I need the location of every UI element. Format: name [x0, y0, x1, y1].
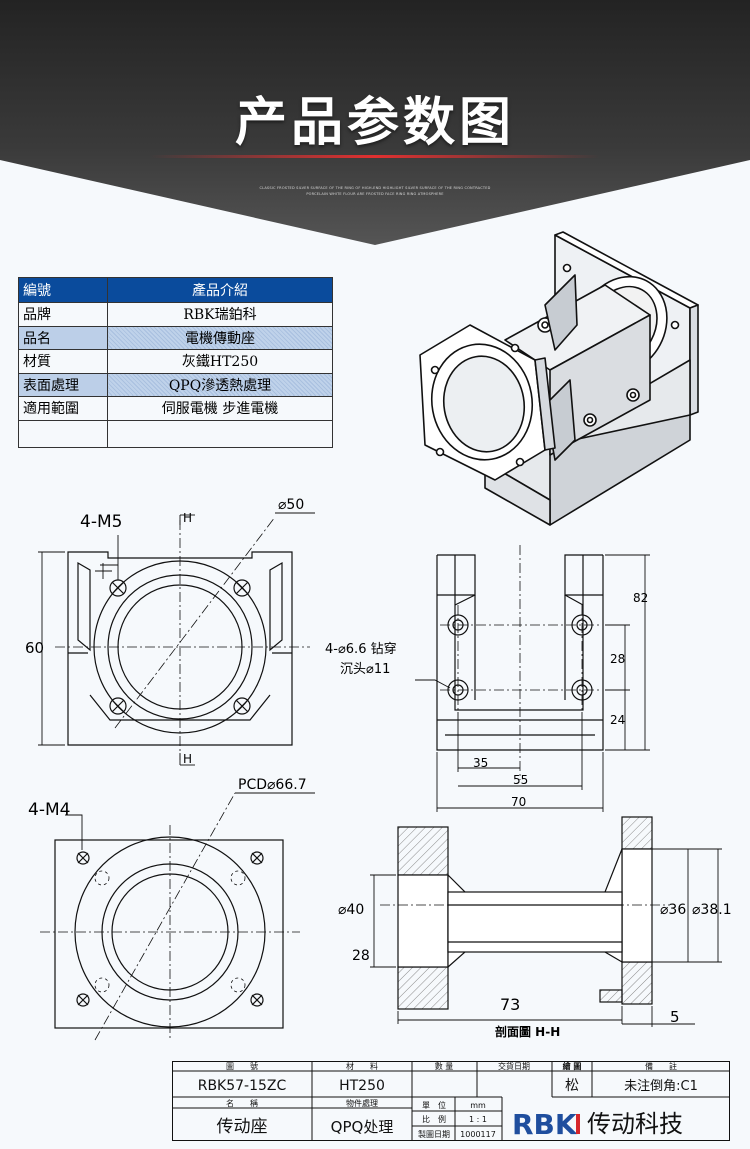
brand-logo-accent — [576, 1114, 580, 1134]
spec-label: 品牌 — [18, 302, 108, 327]
spec-row-brand: 品牌 RBK瑞鉑科 — [18, 302, 333, 327]
front-height-label: 60 — [25, 639, 44, 657]
spec-row-surface: 表面處理 QPQ滲透熱處理 — [18, 372, 333, 397]
tb-h-name: 名 稱 — [226, 1098, 258, 1108]
dim-40: ⌀40 — [338, 902, 364, 918]
dim-28-section: 28 — [352, 948, 370, 964]
spec-value: 伺服電機 步進電機 — [107, 396, 333, 421]
tb-drawer: 松 — [565, 1078, 579, 1094]
page-title: 产品参数图 — [234, 93, 515, 153]
spec-value: QPQ滲透熱處理 — [107, 372, 333, 397]
tb-h-quantity: 數 量 — [435, 1061, 454, 1071]
dim-28-side: 28 — [610, 652, 625, 666]
spec-row-application: 適用範圍 伺服電機 步進電機 — [18, 396, 333, 421]
dim-38: ⌀38.1 — [692, 902, 732, 918]
tb-material: HT250 — [339, 1078, 385, 1094]
dim-73: 73 — [500, 995, 520, 1014]
brand-text: 传动科技 — [587, 1110, 683, 1138]
subtitle-line-2: PORCELAIN WHITE FLOUR ARE FROSTED FACE R… — [306, 192, 444, 196]
dim-36: ⌀36 — [660, 902, 686, 918]
hole-note-line-2: 沉头⌀11 — [340, 662, 390, 677]
spec-value — [107, 419, 333, 448]
tb-h-date: 製圖日期 — [418, 1129, 450, 1139]
spec-header-value: 產品介紹 — [107, 277, 333, 303]
tb-drawing-no: RBK57-15ZC — [198, 1078, 287, 1094]
tb-treatment: QPQ处理 — [331, 1118, 394, 1136]
tb-h-unit: 單 位 — [422, 1100, 446, 1110]
front-diameter-label: ⌀50 — [278, 497, 304, 513]
back-thread-label: 4-M4 — [28, 800, 70, 820]
title-block: 圖 號 材 料 數 量 交貨日期 繪 圖 備 註 RBK57-15ZC HT25… — [172, 1061, 730, 1141]
spec-table: 編號 產品介紹 品牌 RBK瑞鉑科 品名 電機傳動座 材質 灰鐵HT250 表面… — [18, 277, 333, 448]
tb-h-remark: 備 註 — [645, 1061, 677, 1071]
spec-value: RBK瑞鉑科 — [107, 302, 333, 327]
pcd-label: PCD⌀66.7 — [238, 777, 307, 793]
spec-label: 適用範圍 — [18, 396, 108, 421]
back-view-drawing: 4-M4 PCD⌀66.7 — [28, 777, 315, 1041]
spec-label: 材質 — [18, 349, 108, 374]
tb-scale: 1 : 1 — [469, 1115, 487, 1124]
tb-unit: mm — [470, 1101, 486, 1110]
dim-35: 35 — [473, 756, 488, 770]
dim-70: 70 — [511, 795, 526, 809]
spec-value: 電機傳動座 — [107, 325, 333, 350]
front-thread-label: 4-M5 — [80, 512, 122, 532]
tb-h-treatment: 物件處理 — [346, 1098, 378, 1108]
dim-5: 5 — [670, 1008, 680, 1026]
subtitle-line-1: CLASSIC FROSTED SILVER SURFACE OF THE RI… — [259, 186, 491, 190]
tb-h-drawer: 繪 圖 — [563, 1061, 582, 1071]
side-view-drawing: 82 28 24 35 55 70 4-⌀6.6 钻穿 沉头⌀11 — [325, 545, 650, 812]
spec-label: 表面處理 — [18, 372, 108, 397]
section-view-drawing: ⌀40 28 ⌀36 ⌀38.1 73 5 剖面圖 H-H — [338, 816, 732, 1039]
tb-h-delivery: 交貨日期 — [498, 1061, 530, 1071]
spec-row-empty — [18, 419, 333, 448]
tb-name: 传动座 — [217, 1117, 268, 1137]
hole-note-line-1: 4-⌀6.6 钻穿 — [325, 641, 397, 657]
spec-table-header: 編號 產品介紹 — [18, 277, 333, 303]
isometric-view — [419, 231, 699, 526]
front-view-drawing: 4-M5 ⌀50 H H 60 — [25, 497, 315, 766]
page-header: 产品参数图 CLASSIC FROSTED SILVER SURFACE OF … — [0, 0, 750, 250]
header-banner — [0, 0, 750, 245]
spec-label: 品名 — [18, 325, 108, 350]
spec-label — [18, 419, 108, 448]
section-caption: 剖面圖 H-H — [495, 1024, 560, 1039]
dim-55: 55 — [513, 773, 528, 787]
tb-h-material: 材 料 — [346, 1061, 378, 1071]
spec-row-product-name: 品名 電機傳動座 — [18, 325, 333, 350]
spec-header-label: 編號 — [18, 277, 108, 303]
tb-h-scale: 比 例 — [422, 1114, 446, 1124]
tb-h-drawing-no: 圖 號 — [226, 1061, 258, 1071]
dim-24: 24 — [610, 713, 625, 727]
tb-remark: 未注倒角:C1 — [624, 1079, 698, 1094]
brand-logo-mark: RBK — [512, 1108, 578, 1141]
spec-value: 灰鐵HT250 — [107, 349, 333, 374]
spec-row-material: 材質 灰鐵HT250 — [18, 349, 333, 374]
dim-82: 82 — [633, 591, 648, 605]
section-mark-bottom: H — [183, 752, 192, 766]
brand-logo: RBK 传动科技 — [512, 1108, 683, 1141]
section-mark-top: H — [183, 511, 192, 525]
tb-date: 1000117 — [460, 1130, 496, 1139]
